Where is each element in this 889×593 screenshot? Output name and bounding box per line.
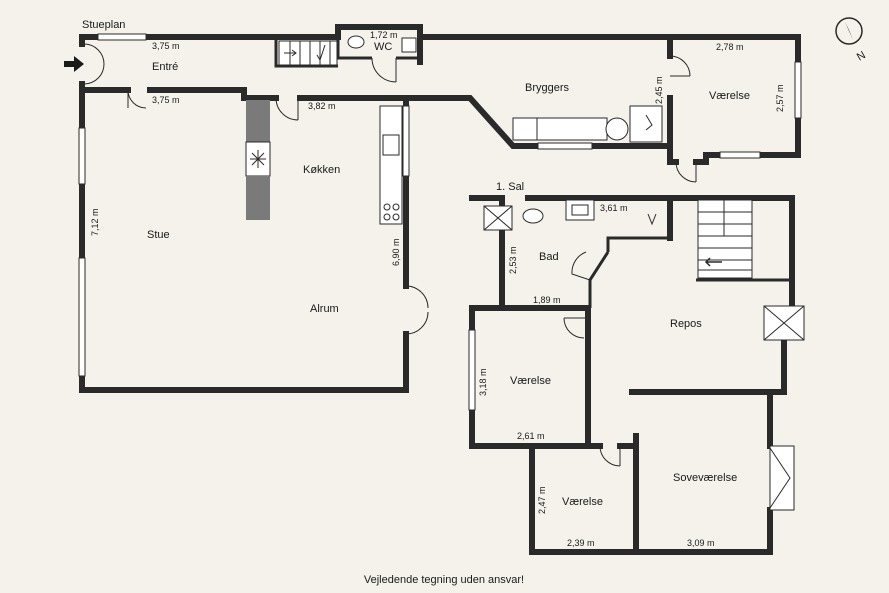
dim-vaerelse-2-width: 2,39 m bbox=[567, 538, 595, 548]
hob bbox=[392, 203, 400, 211]
wall bbox=[667, 195, 795, 283]
sink bbox=[382, 134, 400, 156]
door bbox=[669, 55, 691, 77]
dim-bad-width-top: 3,61 m bbox=[600, 203, 628, 213]
hob bbox=[383, 203, 391, 211]
dim-vaerelse-1-width: 2,61 m bbox=[517, 431, 545, 441]
toilet bbox=[347, 35, 365, 49]
compass: N bbox=[835, 17, 868, 64]
door bbox=[563, 317, 588, 339]
wall bbox=[335, 24, 423, 65]
hob bbox=[383, 213, 391, 221]
window bbox=[402, 105, 410, 177]
dim-entre-width: 3,75 m bbox=[152, 41, 180, 51]
section-ground-floor: Stueplan bbox=[82, 19, 125, 31]
dim-stue-height: 7,12 m bbox=[90, 208, 100, 236]
dim-vaerelse-ground-height: 2,57 m bbox=[775, 84, 785, 112]
fixture-mark bbox=[647, 213, 657, 226]
snowflake-icon bbox=[250, 150, 266, 168]
room-label-repos: Repos bbox=[670, 318, 702, 330]
room-label-koekken: Køkken bbox=[303, 164, 340, 176]
window bbox=[537, 142, 593, 150]
compass-letter: N bbox=[855, 49, 868, 63]
hob bbox=[392, 213, 400, 221]
room-label-vaerelse-1: Værelse bbox=[510, 375, 551, 387]
room-label-sovevaerelse: Soveværelse bbox=[673, 472, 737, 484]
room-label-wc: WC bbox=[374, 41, 392, 53]
wc-sink bbox=[401, 37, 417, 53]
room-label-alrum: Alrum bbox=[310, 303, 339, 315]
wall bbox=[274, 40, 338, 68]
door bbox=[571, 251, 591, 281]
window bbox=[78, 257, 86, 377]
room-label-bad: Bad bbox=[539, 251, 559, 263]
boiler bbox=[629, 105, 663, 143]
kitchen-cabinet bbox=[246, 100, 270, 142]
door bbox=[275, 97, 299, 121]
window bbox=[97, 33, 147, 41]
room-label-vaerelse-2: Værelse bbox=[562, 496, 603, 508]
wall bbox=[606, 236, 670, 252]
dim-bad-height: 2,53 m bbox=[508, 246, 518, 274]
stairs bbox=[697, 199, 753, 279]
dim-wc-width: 1,72 m bbox=[370, 30, 398, 40]
washing-machine bbox=[605, 117, 629, 141]
wall bbox=[667, 143, 679, 165]
entrance-arrow-icon bbox=[64, 56, 84, 72]
bath-sink-basin bbox=[571, 204, 589, 216]
laundry-sink bbox=[512, 117, 538, 141]
door bbox=[371, 57, 397, 83]
door bbox=[599, 445, 621, 467]
disclaimer: Vejledende tegning uden ansvar! bbox=[364, 574, 524, 586]
kitchen-cabinet bbox=[246, 176, 270, 220]
dim-bad-width-bottom: 1,89 m bbox=[533, 295, 561, 305]
window bbox=[719, 151, 761, 159]
section-first-floor: 1. Sal bbox=[496, 181, 524, 193]
stairs bbox=[278, 40, 338, 66]
wall bbox=[633, 443, 773, 555]
entrance-door bbox=[83, 43, 105, 85]
wall bbox=[241, 87, 279, 101]
shower-cross bbox=[483, 205, 513, 231]
door bbox=[405, 285, 429, 335]
laundry-counter bbox=[536, 117, 608, 141]
window bbox=[468, 329, 476, 411]
wall bbox=[588, 251, 610, 308]
door bbox=[675, 161, 697, 183]
window bbox=[78, 127, 86, 185]
wall bbox=[336, 37, 372, 60]
dim-sovevaerelse-width: 3,09 m bbox=[687, 538, 715, 548]
room-label-bryggers: Bryggers bbox=[525, 82, 570, 94]
door bbox=[127, 89, 147, 109]
dim-alrum-height: 6,90 m bbox=[391, 238, 401, 266]
dim-vaerelse-ground-width: 2,78 m bbox=[716, 42, 744, 52]
room-label-vaerelse-ground: Værelse bbox=[709, 90, 750, 102]
dim-koekken-width: 3,82 m bbox=[308, 101, 336, 111]
wall bbox=[693, 152, 723, 165]
room-label-stue: Stue bbox=[147, 229, 170, 241]
wall bbox=[583, 433, 639, 449]
boiler-mark bbox=[645, 114, 653, 131]
dim-vaerelse-1-height: 3,18 m bbox=[478, 368, 488, 396]
ground-floor bbox=[64, 24, 802, 393]
compass-icon bbox=[835, 17, 863, 45]
dim-bryggers-height: 2,45 m bbox=[654, 76, 664, 104]
toilet bbox=[522, 208, 544, 224]
dim-vaerelse-2-height: 2,47 m bbox=[537, 486, 547, 514]
window-sash bbox=[769, 447, 791, 509]
window bbox=[794, 61, 802, 119]
first-floor bbox=[468, 195, 805, 555]
wall bbox=[529, 443, 639, 555]
dim-stue-width: 3,75 m bbox=[152, 95, 180, 105]
roof-window-cross bbox=[763, 305, 805, 341]
wall bbox=[629, 337, 787, 395]
room-label-entre: Entré bbox=[152, 61, 178, 73]
